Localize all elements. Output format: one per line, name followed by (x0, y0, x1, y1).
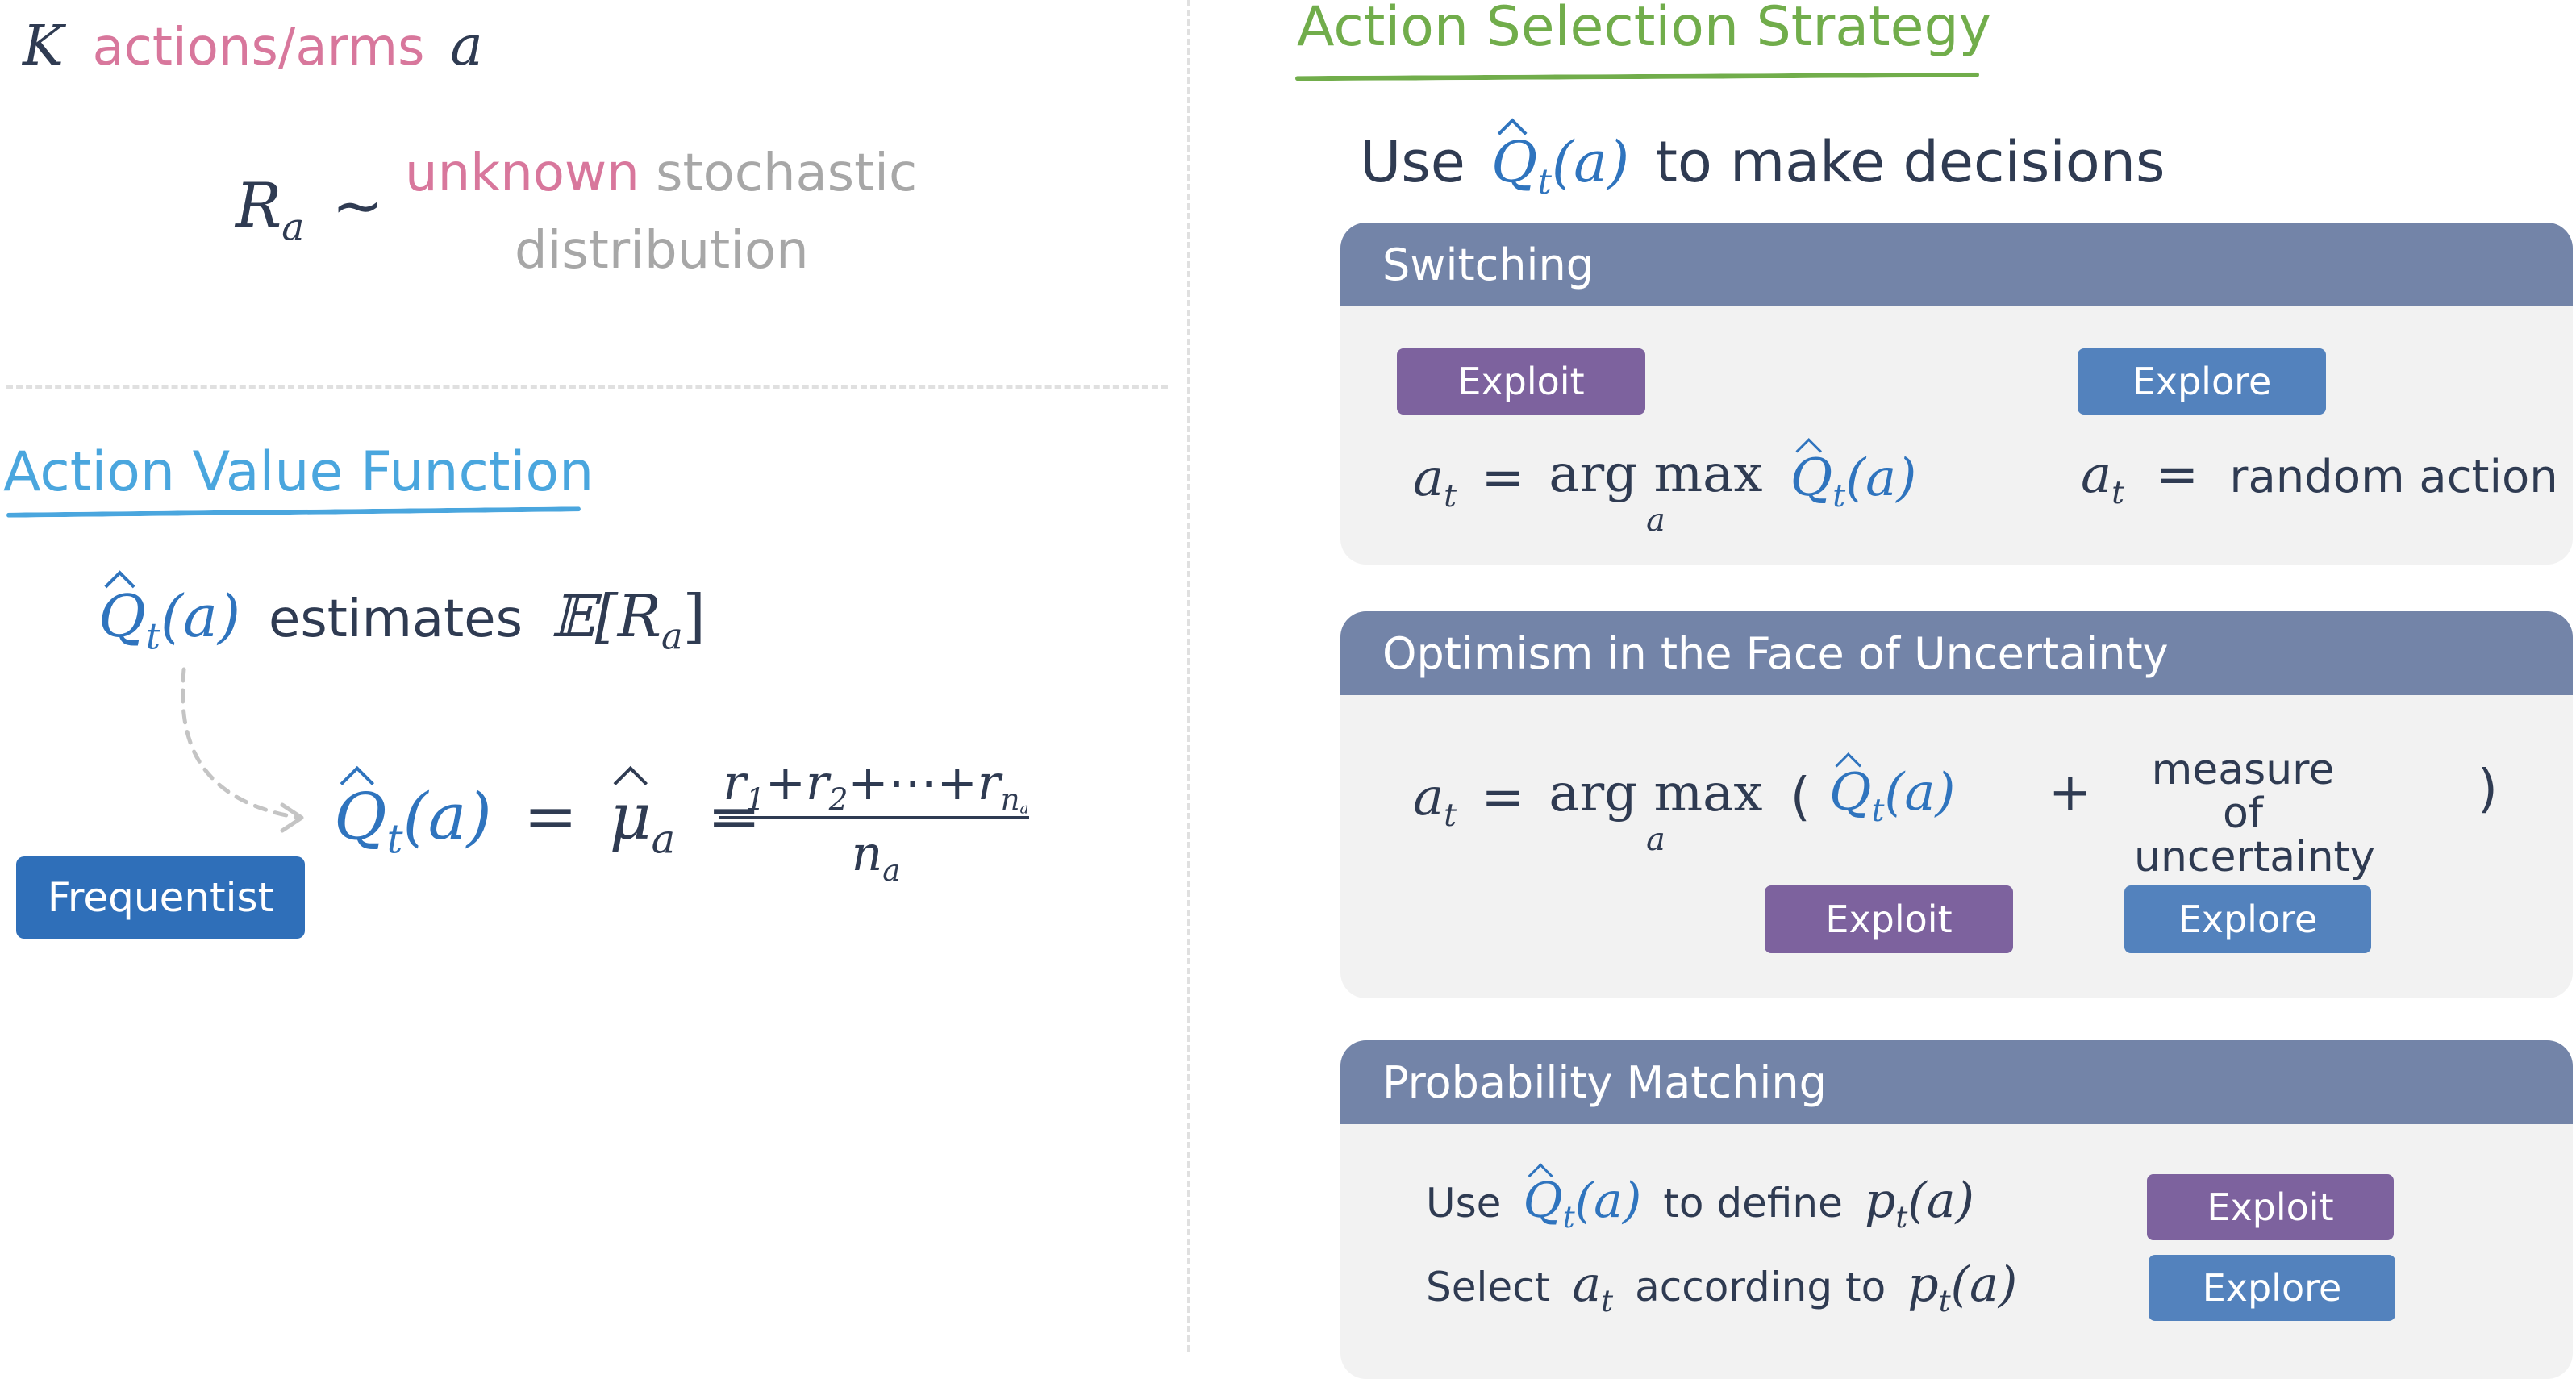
prob-matching-line1: Use Qt(a) to define pt(a) (1426, 1173, 1974, 1235)
switching-exploit-tag: Exploit (1397, 348, 1645, 415)
switching-explore-formula: at = random action (2081, 445, 2558, 511)
strategy-intro: Use Qt(a) to make decisions (1360, 129, 2165, 203)
probability-matching-title: Probability Matching (1340, 1040, 2573, 1124)
switching-title: Switching (1340, 223, 2573, 306)
dashed-arrow (181, 667, 304, 833)
avf-heading: Action Value Function (3, 440, 594, 504)
optimism-plus: + (2049, 763, 2092, 823)
horizontal-divider (6, 385, 1168, 389)
prob-matching-exploit-tag: Exploit (2147, 1174, 2394, 1240)
optimism-q: Qt(a) (1829, 763, 1956, 829)
fraction-bar (719, 816, 1029, 819)
k-symbol: K (23, 15, 64, 78)
optimism-explore-tag: Explore (2124, 885, 2371, 953)
arms-line: K actions/arms a (23, 15, 483, 78)
fraction-denominator: na (851, 826, 901, 889)
fraction-numerator: r1+r2+⋯+rna (723, 755, 1029, 818)
arms-label: actions/arms (92, 18, 425, 77)
reward-description-line2: distribution (515, 221, 809, 281)
prob-matching-line2: Select at according to pt(a) (1426, 1256, 2018, 1319)
estimates-line: Qt(a) estimates 𝔼[Ra] (98, 582, 706, 658)
reward-symbol: Ra ∼ (236, 169, 384, 250)
arm-symbol: a (450, 15, 483, 78)
optimism-rparen: ) (2478, 760, 2498, 819)
prob-matching-explore-tag: Explore (2149, 1255, 2395, 1321)
optimism-title: Optimism in the Face of Uncertainty (1340, 611, 2573, 695)
vertical-divider (1187, 0, 1190, 1352)
mean-estimate-formula: Qt(a) = μa = (334, 779, 761, 863)
frequentist-badge: Frequentist (16, 856, 305, 939)
switching-explore-tag: Explore (2078, 348, 2326, 415)
optimism-exploit-tag: Exploit (1765, 885, 2013, 953)
uncertainty-measure: measure of uncertainty (2134, 746, 2375, 881)
reward-description-line1: unknown stochastic (405, 144, 918, 203)
strategy-heading-underline (1294, 72, 1980, 81)
avf-heading-underline (6, 506, 581, 518)
strategy-heading: Action Selection Strategy (1297, 0, 1991, 59)
